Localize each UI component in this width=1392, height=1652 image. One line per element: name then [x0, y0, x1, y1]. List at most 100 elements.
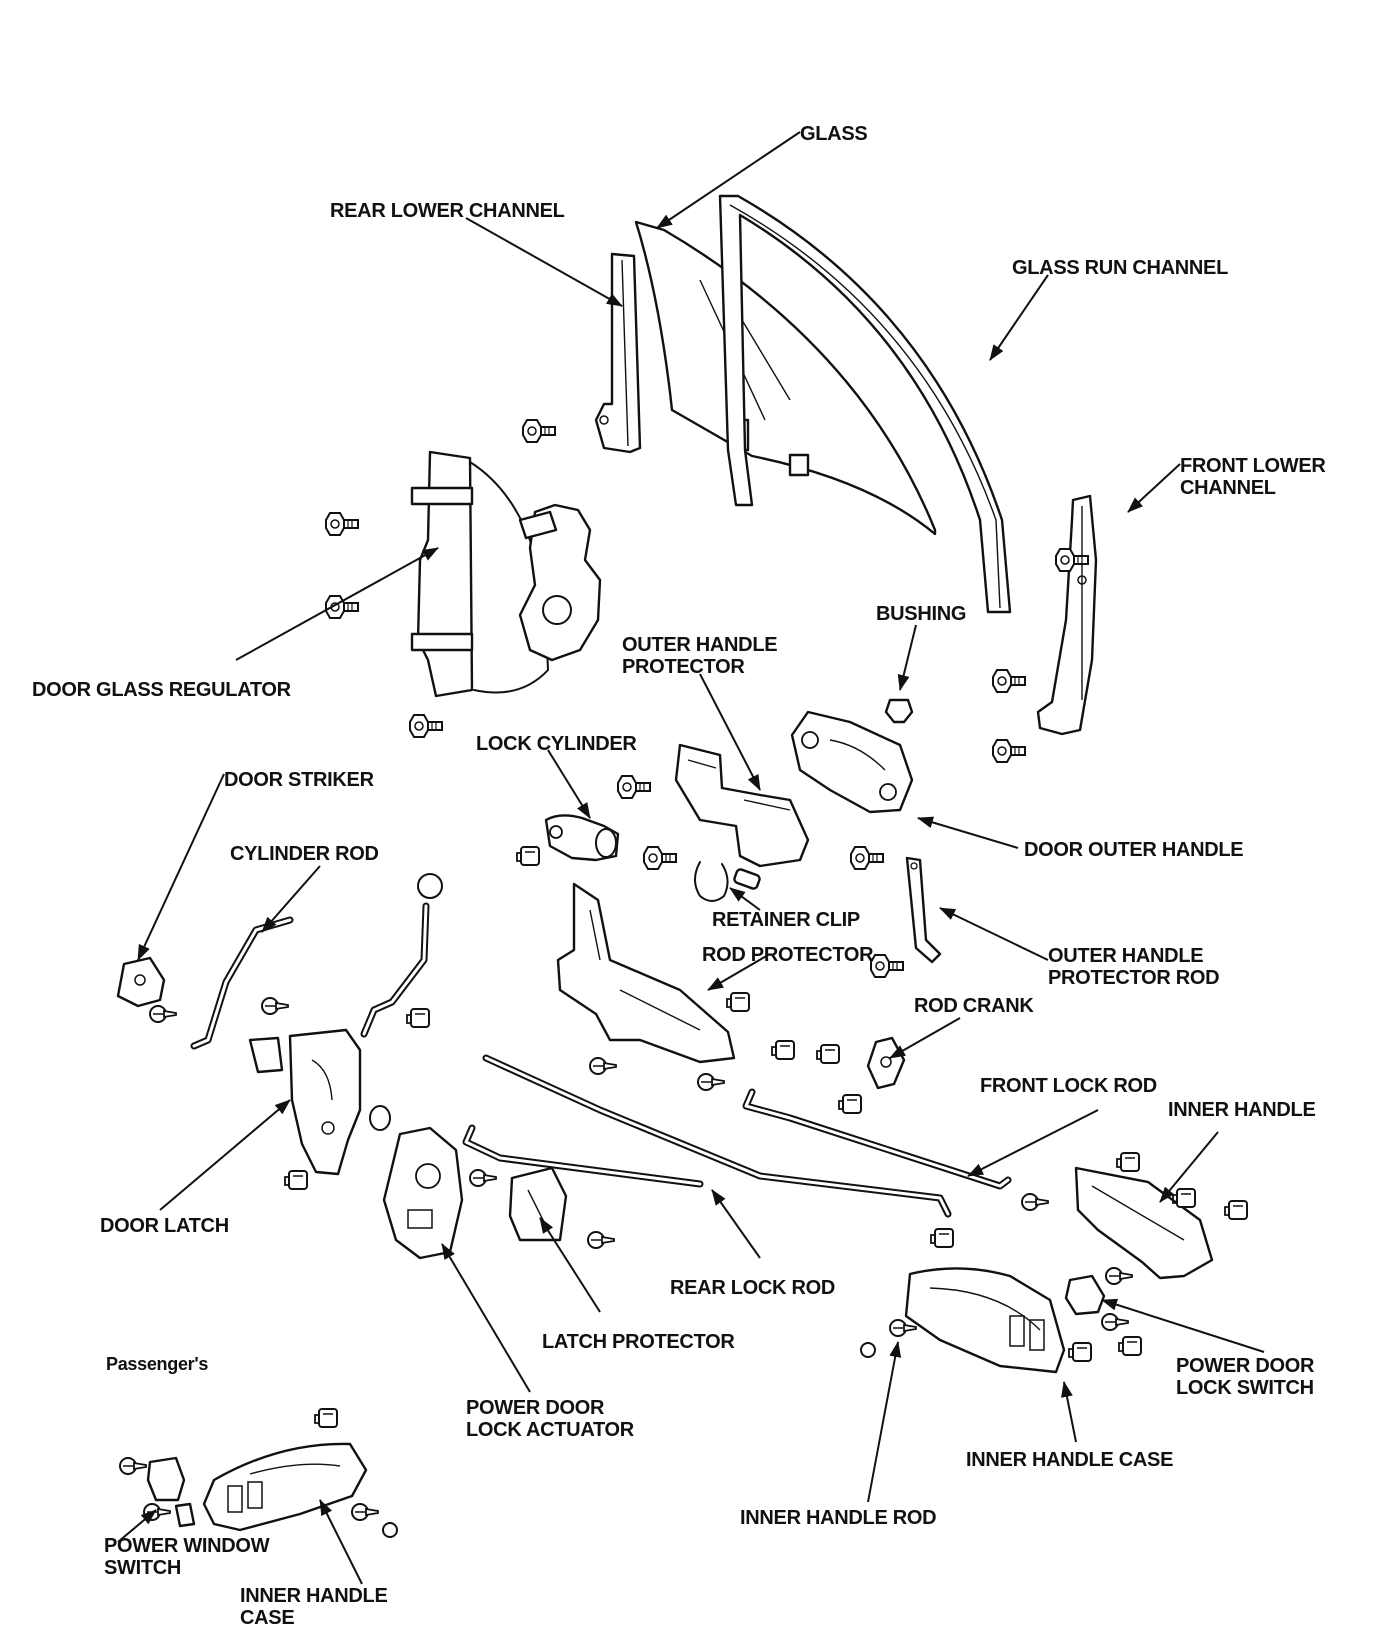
clip: [1118, 1336, 1142, 1356]
label-outer-handle-protector: PROTECTOR: [622, 656, 745, 678]
retainer-clip: [694, 861, 761, 902]
screw: [149, 1005, 177, 1023]
label-rod-protector: ROD PROTECTOR: [702, 944, 874, 966]
screw: [697, 1073, 725, 1091]
clip: [284, 1170, 308, 1190]
rear-lower-channel: [594, 252, 642, 454]
screw: [1101, 1313, 1129, 1331]
label-front-lock-rod: FRONT LOCK ROD: [980, 1075, 1157, 1097]
screw: [261, 997, 289, 1015]
door-outer-handle: [790, 710, 914, 814]
label-power-window-switch: SWITCH: [104, 1557, 181, 1579]
outer-handle-protector-rod: [905, 856, 942, 964]
clip: [1172, 1188, 1196, 1208]
clip: [1068, 1342, 1092, 1362]
label-outer-handle-protector-rod: OUTER HANDLE: [1048, 945, 1203, 967]
label-inner-handle-case: INNER HANDLE CASE: [966, 1449, 1173, 1471]
door-striker: [116, 956, 166, 1008]
label-front-lower-channel: CHANNEL: [1180, 477, 1276, 499]
inner-handle: [1074, 1166, 1214, 1280]
clip: [314, 1408, 338, 1428]
label-glass-run-channel: GLASS RUN CHANNEL: [1012, 257, 1228, 279]
bolt: [850, 846, 884, 870]
label-inner-handle: INNER HANDLE: [1168, 1099, 1316, 1121]
label-rear-lock-rod: REAR LOCK ROD: [670, 1277, 835, 1299]
rear-lock-rod: [462, 1124, 704, 1188]
power-door-lock-switch: [1064, 1274, 1106, 1316]
label-power-door-lock-switch: POWER DOOR: [1176, 1355, 1315, 1377]
screw: [351, 1503, 379, 1521]
inner-handle-rod-end: [382, 1522, 398, 1538]
label-power-window-switch: POWER WINDOW: [104, 1535, 270, 1557]
latch-rod: [360, 873, 443, 1038]
leader-lines: [117, 131, 1265, 1585]
label-passengers: Passenger's: [106, 1354, 208, 1374]
label-latch-protector: LATCH PROTECTOR: [542, 1331, 735, 1353]
clip: [516, 846, 540, 866]
passenger-inner-handle-case: [202, 1442, 368, 1532]
label-lock-cylinder: LOCK CYLINDER: [476, 733, 637, 755]
label-inner-handle-case-passenger: INNER HANDLE: [240, 1585, 388, 1607]
bolt: [992, 739, 1026, 763]
rod-crank: [866, 1036, 906, 1090]
door-glass-regulator: [410, 450, 602, 698]
label-front-lower-channel: FRONT LOWER: [1180, 455, 1326, 477]
outer-handle-protector: [674, 743, 810, 868]
bolt: [643, 846, 677, 870]
label-door-glass-regulator: DOOR GLASS REGULATOR: [32, 679, 292, 701]
label-rod-crank: ROD CRANK: [914, 995, 1034, 1017]
screw: [1105, 1267, 1133, 1285]
label-outer-handle-protector: OUTER HANDLE: [622, 634, 777, 656]
label-cylinder-rod: CYLINDER ROD: [230, 843, 379, 865]
screw: [119, 1457, 147, 1475]
screw: [589, 1057, 617, 1075]
label-inner-handle-case-passenger: CASE: [240, 1607, 294, 1629]
label-outer-handle-protector-rod: PROTECTOR ROD: [1048, 967, 1219, 989]
label-bushing: BUSHING: [876, 603, 966, 625]
screw: [469, 1169, 497, 1187]
bolt: [522, 419, 556, 443]
glass: [634, 220, 937, 536]
clip: [816, 1044, 840, 1064]
clip: [771, 1040, 795, 1060]
label-retainer-clip: RETAINER CLIP: [712, 909, 860, 931]
power-window-switch: [146, 1456, 196, 1528]
lock-rod: [482, 1054, 952, 1218]
screw: [1021, 1193, 1049, 1211]
label-door-striker: DOOR STRIKER: [224, 769, 375, 791]
label-door-latch: DOOR LATCH: [100, 1215, 229, 1237]
label-power-door-lock-actuator: POWER DOOR: [466, 1397, 605, 1419]
cylinder-rod: [190, 916, 294, 1050]
bolt: [870, 954, 904, 978]
bolt: [617, 775, 651, 799]
rod-protector: [556, 882, 736, 1064]
bushing: [884, 698, 914, 724]
clip: [726, 992, 750, 1012]
glass-run-channel: [718, 194, 1012, 614]
lock-cylinder: [544, 814, 620, 862]
bolt: [992, 669, 1026, 693]
bolt: [325, 512, 359, 536]
front-lock-rod: [742, 1088, 1012, 1190]
label-inner-handle-rod: INNER HANDLE ROD: [740, 1507, 936, 1529]
power-door-lock-actuator: [382, 1126, 464, 1260]
door-latch: [248, 1028, 391, 1176]
screw: [587, 1231, 615, 1249]
screw: [889, 1319, 917, 1337]
label-glass: GLASS: [800, 123, 867, 145]
label-power-door-lock-switch: LOCK SWITCH: [1176, 1377, 1314, 1399]
clip: [1116, 1152, 1140, 1172]
clip: [838, 1094, 862, 1114]
label-rear-lower-channel: REAR LOWER CHANNEL: [330, 200, 565, 222]
inner-handle-rod-end: [860, 1342, 876, 1358]
clip: [930, 1228, 954, 1248]
clip: [406, 1008, 430, 1028]
latch-protector: [508, 1166, 568, 1242]
label-power-door-lock-actuator: LOCK ACTUATOR: [466, 1419, 635, 1441]
bolt: [409, 714, 443, 738]
front-lower-channel: [1036, 494, 1098, 736]
label-door-outer-handle: DOOR OUTER HANDLE: [1024, 839, 1243, 861]
clip: [1224, 1200, 1248, 1220]
inner-handle-case: [904, 1267, 1066, 1374]
